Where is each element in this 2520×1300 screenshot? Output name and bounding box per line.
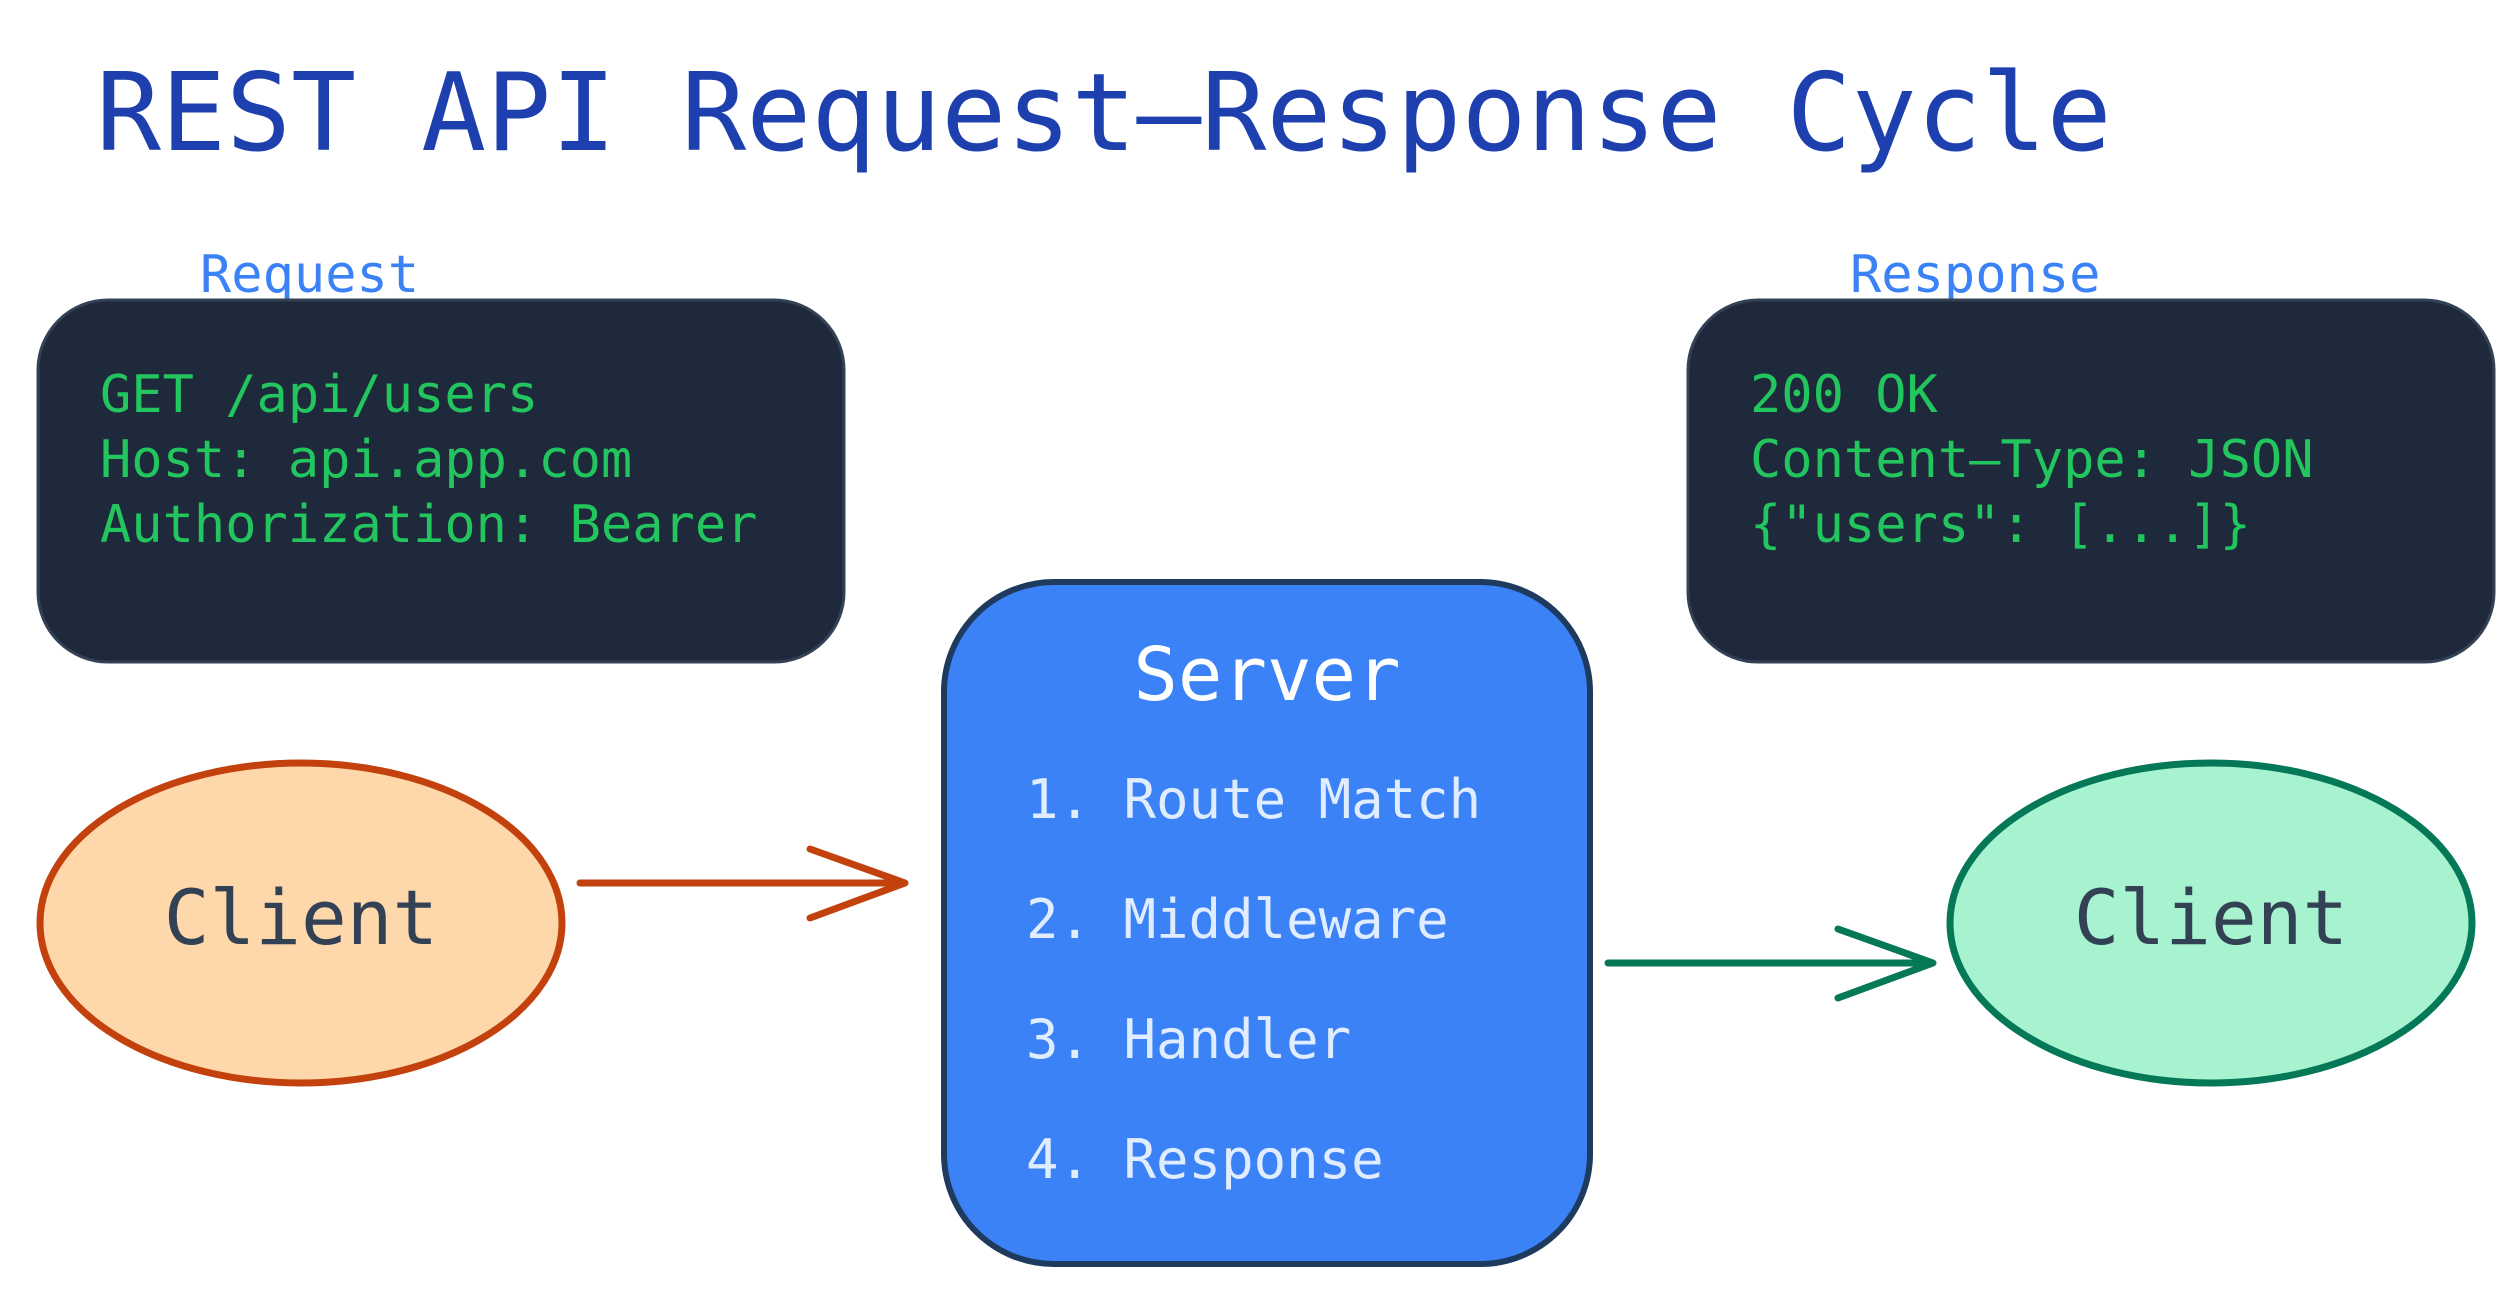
- response-line-1: 200 OK: [1750, 365, 1939, 425]
- server-title: Server: [1133, 632, 1400, 718]
- server-step-2: 2. Middleware: [1026, 888, 1449, 951]
- request-arrow: [576, 845, 909, 922]
- response-arrow: [1604, 925, 1937, 1002]
- response-code-box: [1686, 298, 2496, 664]
- client-right-node: [1946, 759, 2476, 1087]
- request-line-2: Host: api.app.com: [100, 430, 632, 490]
- client-left-node: [36, 759, 566, 1087]
- response-arrowhead: [1834, 925, 1937, 1002]
- response-line-3: {"users": [...]}: [1750, 495, 2251, 555]
- response-line-2: Content—Type: JSON: [1750, 430, 2314, 490]
- request-arrowhead: [806, 845, 909, 922]
- request-code-box: [36, 298, 846, 664]
- page-title: REST API Request—Response Cycle: [96, 51, 2112, 176]
- client-right-label: Client: [2074, 873, 2349, 962]
- server-step-3: 3. Handler: [1026, 1008, 1351, 1071]
- server-box: [941, 579, 1593, 1267]
- client-left-label: Client: [164, 873, 439, 962]
- request-line-3: Authorization: Bearer: [100, 495, 757, 555]
- server-step-1: 1. Route Match: [1026, 768, 1481, 831]
- response-label: Response: [1850, 245, 2100, 305]
- request-line-1: GET /api/users: [100, 365, 538, 425]
- request-label: Request: [200, 245, 419, 305]
- server-step-4: 4. Response: [1026, 1128, 1384, 1191]
